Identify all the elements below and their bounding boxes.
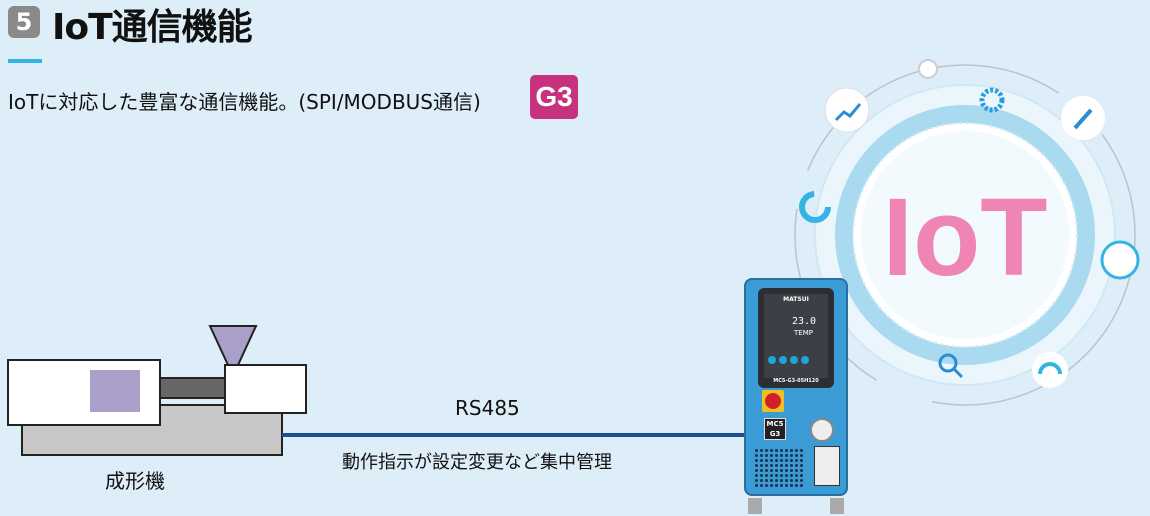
subtitle: IoTに対応した豊富な通信機能。(SPI/MODBUS通信) — [8, 90, 481, 114]
page-title: IoT通信機能 — [52, 7, 253, 48]
controller-button[interactable] — [790, 356, 798, 364]
connection-caption: 動作指示が設定変更など集中管理 — [342, 452, 612, 473]
controller-button[interactable] — [768, 356, 776, 364]
molding-machine — [7, 325, 307, 456]
plate-bottom: G3 — [769, 430, 781, 438]
plate-top: MC5 — [766, 420, 784, 428]
spec-label-plate — [814, 446, 840, 486]
pressure-gauge — [810, 418, 834, 442]
temperature-display: 23.0 — [792, 316, 817, 327]
caster — [748, 498, 762, 514]
iot-circle-graphic: IoT — [794, 59, 1140, 406]
emergency-stop-button[interactable] — [765, 393, 781, 409]
title-underline — [8, 59, 42, 63]
thermometer-icon — [1061, 96, 1105, 140]
protocol-label: RS485 — [455, 396, 520, 420]
g3-badge: G3 — [530, 75, 578, 119]
iot-text: IoT — [883, 176, 1048, 299]
donut-icon — [799, 191, 831, 223]
chart-icon — [824, 87, 870, 133]
caster — [830, 498, 844, 514]
gauge-icon — [1100, 240, 1140, 280]
display-mode-label: TEMP — [794, 329, 813, 337]
model-label: MC5-G3-05H120 — [773, 378, 819, 384]
search-icon — [938, 353, 964, 379]
speedometer-icon — [1032, 352, 1068, 388]
controller-button[interactable] — [779, 356, 787, 364]
brand-label: MATSUI — [783, 296, 809, 303]
rs485-cable — [282, 433, 746, 437]
section-number-badge: 5 — [8, 6, 40, 38]
controller-button[interactable] — [801, 356, 809, 364]
gear-icon — [979, 87, 1005, 113]
vent-grille — [754, 448, 804, 488]
molding-machine-label: 成形機 — [105, 469, 165, 493]
